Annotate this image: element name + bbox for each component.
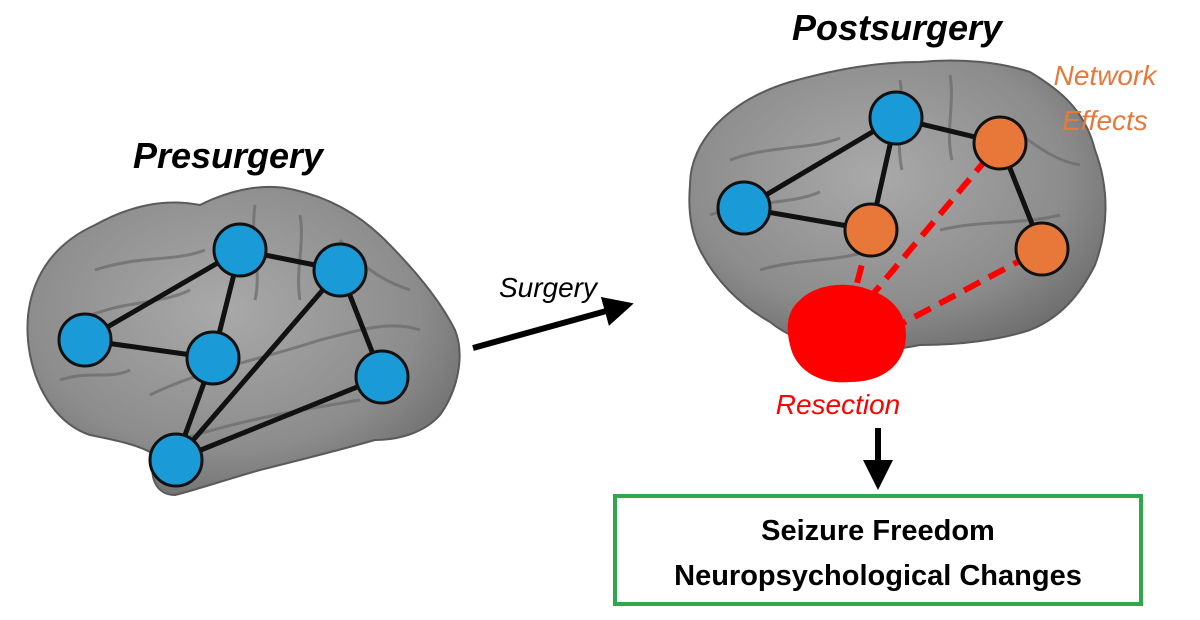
pre-node — [57, 312, 113, 368]
pre-node — [312, 242, 368, 298]
outcome-box: Seizure Freedom Neuropsychological Chang… — [613, 494, 1143, 606]
post-node-orange — [843, 202, 899, 258]
pre-node — [354, 349, 410, 405]
pre-node — [212, 222, 268, 278]
presurgery-label: Presurgery — [133, 135, 325, 176]
pre-edge — [173, 374, 385, 463]
pre-node — [185, 330, 241, 386]
post-node-blue — [716, 180, 772, 236]
post-node-blue — [868, 90, 924, 146]
resection-region — [787, 284, 906, 383]
presurgery-nodes — [57, 222, 410, 488]
outcome-box-border — [613, 494, 1143, 606]
outcome-line-1: Seizure Freedom — [761, 515, 995, 547]
outcome-line-2: Neuropsychological Changes — [674, 560, 1082, 592]
postsurgery-nodes — [716, 90, 1070, 277]
post-node-orange — [972, 115, 1028, 171]
resection-label: Resection — [776, 389, 901, 420]
effect-edge — [888, 246, 1044, 333]
post-node-orange — [1014, 221, 1070, 277]
postsurgery-label: Postsurgery — [792, 7, 1004, 48]
network-effects-label-line2: Effects — [1062, 105, 1148, 136]
surgery-label: Surgery — [499, 272, 599, 303]
network-effects-label-line1: Network — [1054, 60, 1159, 91]
pre-edge — [82, 247, 243, 343]
pre-node — [148, 432, 204, 488]
effect-edge — [865, 141, 1003, 302]
surgery-arrow — [472, 296, 634, 351]
pre-edge — [173, 267, 343, 463]
post-edge — [741, 115, 899, 211]
